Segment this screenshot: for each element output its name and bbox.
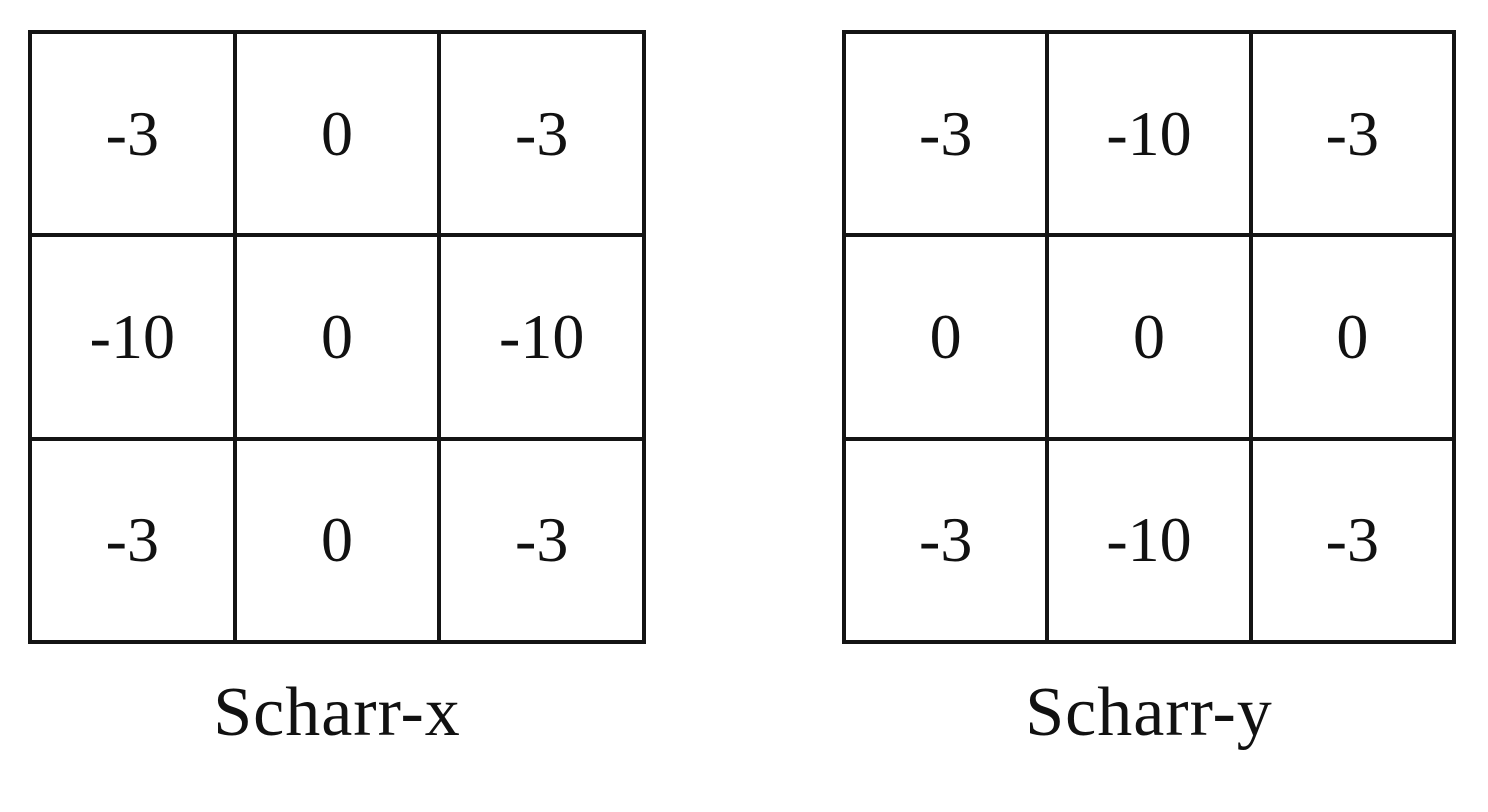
kernel-cell: 0 xyxy=(234,32,440,236)
kernel-cell: -3 xyxy=(1250,32,1454,236)
scharr-y-caption: Scharr-y xyxy=(1025,674,1273,751)
kernel-cell: -3 xyxy=(30,438,235,642)
kernel-cell: -10 xyxy=(1047,438,1251,642)
kernel-cell: 0 xyxy=(844,235,1048,439)
kernel-cell: -3 xyxy=(439,32,644,236)
scharr-x-kernel-grid: -3 0 -3 -10 0 -10 -3 0 -3 xyxy=(28,30,646,644)
kernel-cell: -10 xyxy=(1047,32,1251,236)
kernel-cell: -3 xyxy=(844,438,1048,642)
scharr-x-figure: -3 0 -3 -10 0 -10 -3 0 -3 Scharr-x xyxy=(28,30,646,748)
kernel-cell: -3 xyxy=(30,32,235,236)
scharr-y-figure: -3 -10 -3 0 0 0 -3 -10 -3 Scharr-y xyxy=(842,30,1456,748)
kernel-cell: 0 xyxy=(234,235,440,439)
kernel-cell: -3 xyxy=(844,32,1048,236)
kernel-cell: 0 xyxy=(1250,235,1454,439)
kernel-cell: -3 xyxy=(439,438,644,642)
kernel-cell: 0 xyxy=(1047,235,1251,439)
scharr-x-caption: Scharr-x xyxy=(213,674,461,751)
kernel-cell: -10 xyxy=(439,235,644,439)
kernel-cell: -10 xyxy=(30,235,235,439)
kernel-cell: 0 xyxy=(234,438,440,642)
scharr-y-kernel-grid: -3 -10 -3 0 0 0 -3 -10 -3 xyxy=(842,30,1456,644)
kernel-cell: -3 xyxy=(1250,438,1454,642)
